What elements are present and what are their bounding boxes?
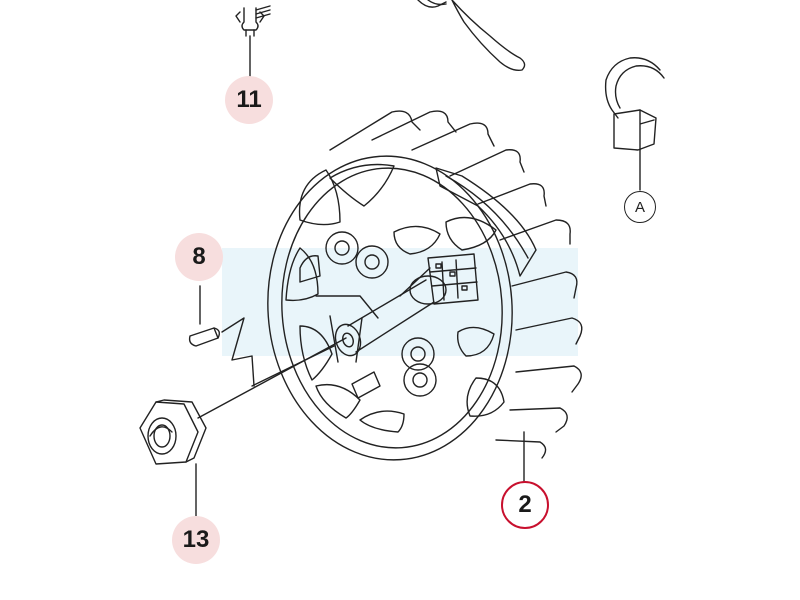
reference-marker-a: A <box>624 191 656 223</box>
screw-part-11 <box>235 5 271 79</box>
hook-part-a <box>604 57 665 191</box>
callout-13[interactable]: 13 <box>172 516 220 564</box>
flywheel-part-2 <box>267 110 583 461</box>
nut-part-13 <box>139 337 347 517</box>
lever-part <box>417 0 526 72</box>
callout-8[interactable]: 8 <box>175 233 223 281</box>
watermark-band <box>222 248 578 356</box>
callout-2-selected[interactable]: 2 <box>501 481 549 529</box>
callout-11[interactable]: 11 <box>225 76 273 124</box>
